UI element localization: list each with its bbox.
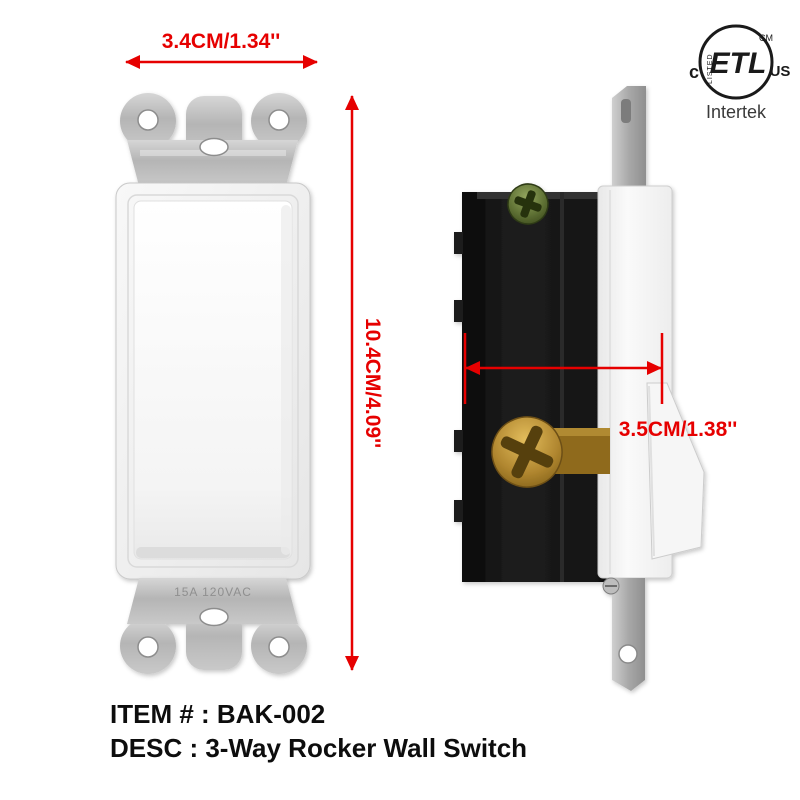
arrow-up-icon <box>345 95 359 110</box>
housing-left-band <box>462 192 477 582</box>
strap-slot <box>621 99 631 123</box>
arrow-left-icon <box>125 55 140 69</box>
etl-circle <box>698 24 774 100</box>
side-face-plate <box>597 185 705 579</box>
housing-tab <box>454 232 463 254</box>
rocker-bottom-shade <box>136 547 290 558</box>
housing-tab <box>454 430 463 452</box>
arrow-right-icon <box>647 361 662 375</box>
frame-groove <box>127 194 299 568</box>
bracket-screw-hole <box>268 636 290 658</box>
brass-terminal <box>491 416 610 488</box>
bracket-screw-hole <box>268 109 290 131</box>
etl-us-mark: US <box>770 63 791 80</box>
housing-tab <box>454 300 463 322</box>
etl-logo-text: ETL <box>710 47 767 80</box>
bottom-mounting-bracket: 15A 120VAC <box>120 578 307 674</box>
product-info: ITEM # : BAK-002 DESC : 3-Way Rocker Wal… <box>110 699 527 763</box>
strap-metal <box>612 86 646 193</box>
etl-listed-text: LISTED <box>707 53 714 84</box>
terminal-plate-highlight <box>540 428 610 436</box>
bracket-screw-hole <box>137 636 159 658</box>
etl-c-mark: c <box>689 62 699 82</box>
housing-body <box>462 192 608 582</box>
height-dimension: 10.4CM/4.09'' <box>345 95 384 671</box>
side-rocker-edge <box>648 385 655 557</box>
top-mounting-bracket <box>120 93 307 186</box>
side-bottom-strap <box>602 577 645 691</box>
rocker-paddle <box>133 200 293 560</box>
switch-front <box>115 182 311 580</box>
ground-screw-slot <box>514 196 542 212</box>
height-dimension-label: 10.4CM/4.09'' <box>361 318 384 448</box>
description-text: DESC : 3-Way Rocker Wall Switch <box>110 733 527 763</box>
bracket-screw-hole <box>137 109 159 131</box>
width-dimension-label: 3.4CM/1.34'' <box>162 30 281 53</box>
bracket-stamp-text: 15A 120VAC <box>174 585 252 599</box>
ground-screw <box>507 183 549 225</box>
arrow-right-icon <box>303 55 318 69</box>
etl-certification-mark: ETL LISTED c US CM Intertek <box>689 24 791 122</box>
arrow-left-icon <box>465 361 480 375</box>
strap-hole <box>618 644 638 664</box>
side-rocker-paddle <box>646 382 705 560</box>
front-view: 15A 120VAC <box>115 93 311 674</box>
housing-seam <box>560 192 564 582</box>
depth-dimension: 3.5CM/1.38'' <box>463 333 738 441</box>
depth-dimension-label: 3.5CM/1.38'' <box>619 418 738 441</box>
side-view <box>454 86 705 691</box>
item-number-text: ITEM # : BAK-002 <box>110 699 325 729</box>
bracket-body <box>127 578 298 624</box>
side-top-strap <box>612 86 646 193</box>
rocker-side-shade <box>281 205 291 555</box>
bracket-slot-hole <box>199 607 229 627</box>
arrow-down-icon <box>345 656 359 671</box>
intertek-label: Intertek <box>706 102 767 122</box>
housing-tab <box>454 500 463 522</box>
switch-housing-side <box>454 192 608 582</box>
width-dimension: 3.4CM/1.34'' <box>125 30 318 69</box>
strap-metal <box>612 578 645 691</box>
etl-cm-mark: CM <box>759 33 773 43</box>
terminal-screw-slot <box>500 436 554 468</box>
bracket-slot-hole <box>199 137 229 157</box>
